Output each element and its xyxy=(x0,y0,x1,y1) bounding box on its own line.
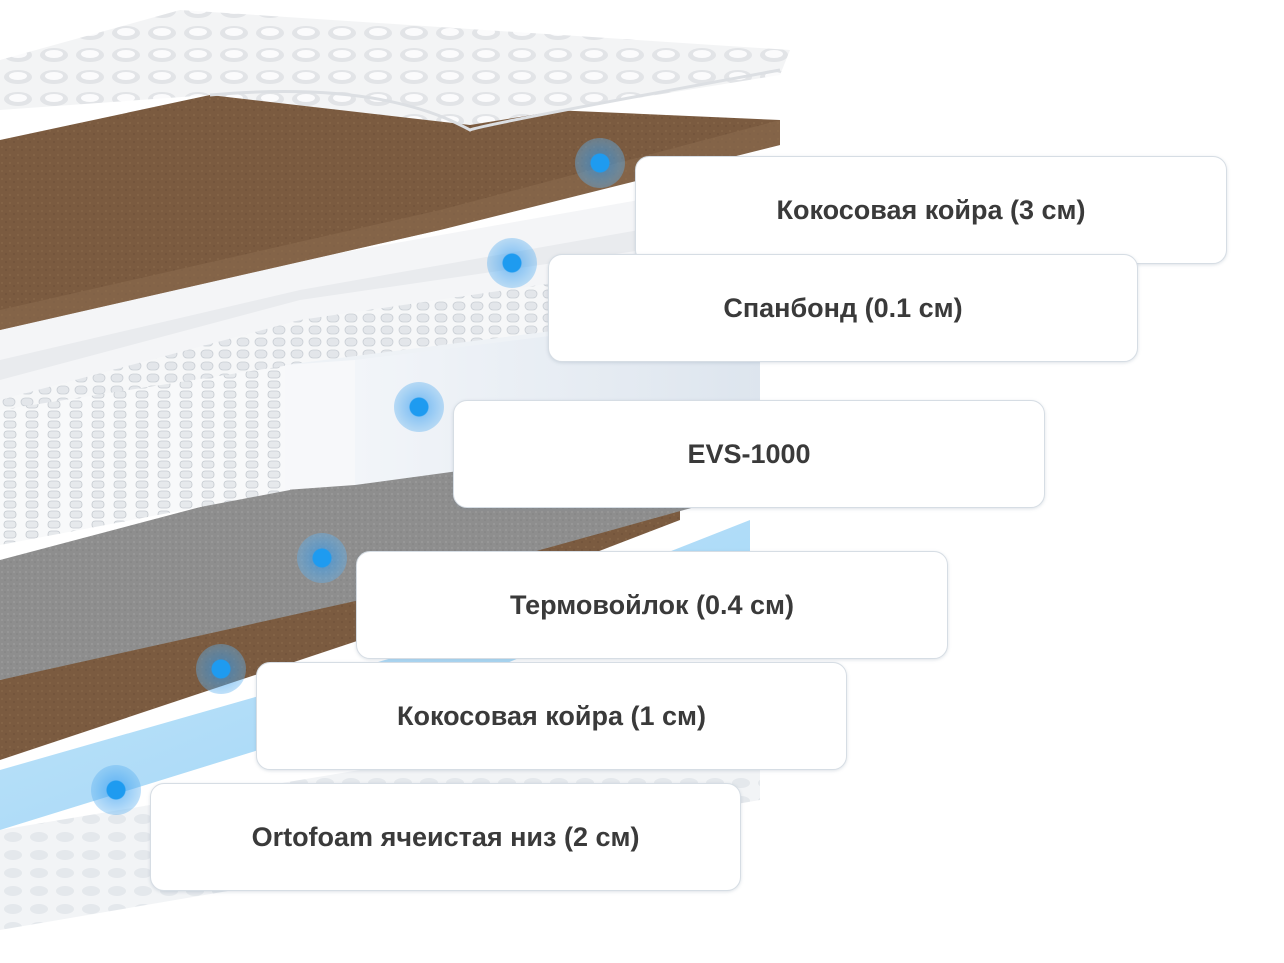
marker-felt[interactable] xyxy=(297,533,347,583)
marker-coir-top[interactable] xyxy=(575,138,625,188)
marker-spunbond[interactable] xyxy=(487,238,537,288)
label-card-evs: EVS-1000 xyxy=(453,400,1045,508)
marker-ortofoam[interactable] xyxy=(91,765,141,815)
spring-block-front xyxy=(0,365,290,545)
label-card-ortofoam: Ortofoam ячеистая низ (2 см) xyxy=(150,783,741,891)
label-text-coir-bottom: Кокосовая койра (1 см) xyxy=(396,700,707,731)
quilted-cover-shape xyxy=(0,10,790,125)
label-card-felt: Термовойлок (0.4 см) xyxy=(356,551,948,659)
label-card-coir-bottom: Кокосовая койра (1 см) xyxy=(256,662,847,770)
quilted-cover-fold xyxy=(209,68,781,132)
label-card-coir-top: Кокосовая койра (3 см) xyxy=(635,156,1227,264)
label-text-ortofoam: Ortofoam ячеистая низ (2 см) xyxy=(251,821,640,852)
marker-coir-bottom[interactable] xyxy=(196,644,246,694)
label-text-evs: EVS-1000 xyxy=(687,438,811,469)
evs-block-front xyxy=(285,360,355,490)
label-text-felt: Термовойлок (0.4 см) xyxy=(509,589,795,620)
label-card-spunbond: Спанбонд (0.1 см) xyxy=(548,254,1138,362)
spunbond-shape xyxy=(0,175,780,400)
label-text-spunbond: Спанбонд (0.1 см) xyxy=(723,292,963,323)
label-text-coir-top: Кокосовая койра (3 см) xyxy=(776,194,1086,225)
marker-evs[interactable] xyxy=(394,382,444,432)
spunbond-sheen xyxy=(0,205,780,380)
